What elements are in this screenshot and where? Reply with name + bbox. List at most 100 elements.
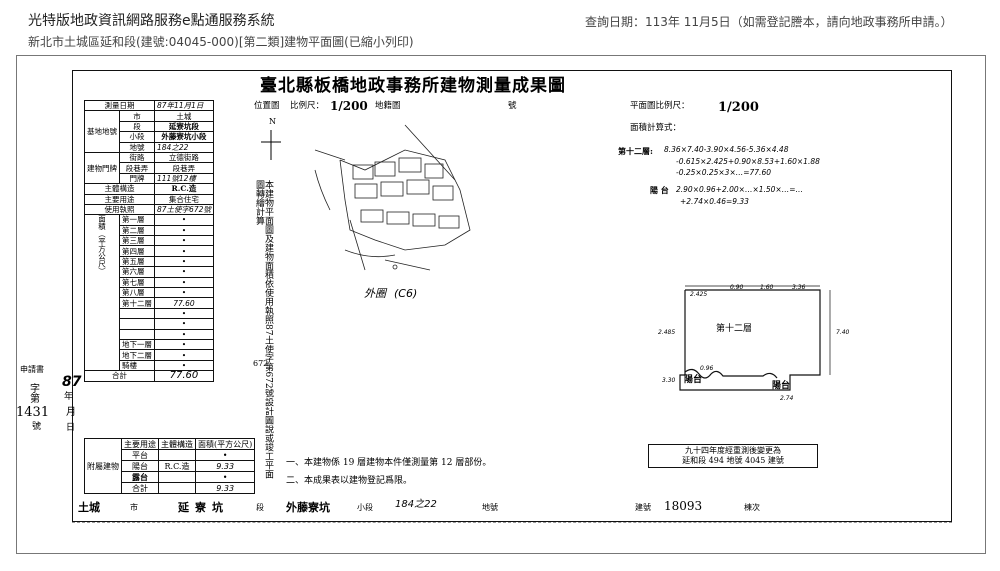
street-label: 街路 [119,151,155,164]
annex-area-header: 面積(平方公尺) [194,438,256,450]
structure-label: 主體構造 [84,183,155,195]
lot-label: 地號 [119,141,155,153]
floor-name [119,307,155,320]
footer-building-no-suffix: 棟次 [744,503,760,512]
plan-dim-4: 7.40 [836,329,850,336]
neighbor-note: 外圈 [364,287,386,300]
floor-name: 第五層 [119,255,155,268]
annex-struct-2 [158,471,196,483]
annex-total-label: 合計 [121,482,159,494]
stamp-line-1: 九十四年度經重測後變更為 [685,446,781,455]
floor-value: • [154,235,214,247]
floor-name: 第四層 [119,245,155,257]
footer-subsection-label: 小段 [357,503,373,512]
footer-lot: 184之22 [395,499,437,510]
door-no-value: 111號12樓 [154,172,214,185]
plan-dim-3: 3.36 [792,284,806,291]
cadastral-map-label: 地籍圖 [375,101,401,111]
total-label: 合計 [84,370,155,382]
floor-name [119,318,155,330]
footer-city-label: 市 [130,503,138,512]
subsection-label: 小段 [119,131,155,143]
lane-value: 段巷弄 [154,162,214,174]
document-frame [72,70,952,522]
section-value: 延寮坑段 [154,120,214,133]
floor-formula-label: 第十二層: [618,146,653,156]
plan-dim-0: 2.425 [690,291,708,298]
annex-label: 附屬建物 [84,438,122,494]
floor-name: 騎樓 [119,359,155,372]
note-1: 一、本建物係 19 層建物本件僅測量第 12 層部份。 [286,458,492,468]
floor-formula-3: -0.25×0.25×3×…=77.60 [676,168,771,177]
plan-dim-5: 2.485 [658,329,676,336]
section-label: 段 [119,120,155,133]
floor-plan-drawing [679,285,831,391]
side-month-label: 月 [66,407,76,418]
structure-value: R.C.造 [154,183,214,195]
stamp-line-2: 延和段 494 地號 4045 建號 [682,456,784,465]
annex-area-1: 9.33 [194,460,256,472]
floor-name: 第三層 [119,235,155,247]
city-label: 市 [119,110,155,122]
floor-name: 第一層 [119,214,155,226]
permit-value: 87土使字672號 [154,203,214,216]
annex-total-value: 9.33 [194,482,256,494]
side-year: 87 [62,374,82,390]
footer-building-no-label: 建號 [635,503,651,512]
plan-floor-label: 第十二層 [716,324,753,334]
position-map-label: 位置圖 [254,101,280,111]
annex-area-2: • [194,471,256,483]
balcony-formula-label: 陽 台 [650,185,669,195]
position-scale-label: 比例尺： [290,101,325,111]
side-number-label: 號 [32,422,42,432]
footer-section: 延寮坑 [178,501,229,514]
floor-value: • [154,245,214,257]
floor-name: 第七層 [119,276,155,289]
side-word-label: 字第 [30,384,40,405]
city-value: 土城 [154,110,214,122]
annex-use-1: 陽台 [121,460,159,472]
plan-dim-1: 0.90 [730,284,744,291]
vertical-note: 本建物平面圖及建物面積依使用執照87土使字第672號設計圖說或竣工平面圖轉繪計算 [254,180,273,479]
floor-name: 第六層 [119,266,155,278]
north-arrow-icon [261,130,281,160]
annex-use-header: 主要用途 [121,438,159,450]
document-title: 臺北縣板橋地政事務所建物測量成果圖 [260,76,566,96]
north-label: N [269,117,276,126]
plan-scale-label: 平面圖比例尺： [630,101,690,111]
floor-value: • [154,349,214,361]
lane-label: 段巷弄 [119,162,155,174]
subsection-value: 外藤寮坑小段 [154,131,214,143]
street-value: 立德街路 [154,151,214,164]
side-number: 1431 [16,405,50,420]
floor-name: 第十二層 [119,297,155,309]
side-year-label: 年 [64,392,74,402]
floor-name [119,328,155,341]
floor-rows: 面積（平方公尺）第一層•第二層•第三層•第四層•第五層•第六層•第七層•第八層•… [84,214,214,372]
floor-value: • [154,255,214,268]
floor-value: 77.60 [154,297,214,309]
floor-value: • [154,328,214,341]
floor-value: • [154,224,214,237]
footer-city: 土城 [78,501,100,514]
floor-value: • [154,287,214,299]
floor-formula-1: 8.36×7.40-3.90×4.56-5.36×4.48 [664,145,789,154]
floor-value: • [154,338,214,351]
plan-scale-value: 1/200 [718,100,759,115]
position-map-drawing [261,124,471,271]
note-2: 二、本成果表以建物登記爲限。 [286,476,413,486]
permit-label: 使用執照 [84,203,155,216]
annex-use-0: 平台 [121,449,159,461]
annex-struct-header: 主體構造 [158,438,196,450]
plan-dim-2: 1.60 [760,284,774,291]
annex-struct-0 [158,449,196,461]
number-label: 號 [508,101,517,111]
floor-row: 面積（平方公尺）第一層• [84,214,214,372]
system-title: 光特版地政資訊網路服務e點通服務系統 [28,13,275,29]
plan-dim-6: 3.30 [662,377,676,384]
area-label: 面積（平方公尺） [84,214,120,372]
lot-value: 184之22 [154,141,214,153]
total-value: 77.60 [154,370,214,382]
